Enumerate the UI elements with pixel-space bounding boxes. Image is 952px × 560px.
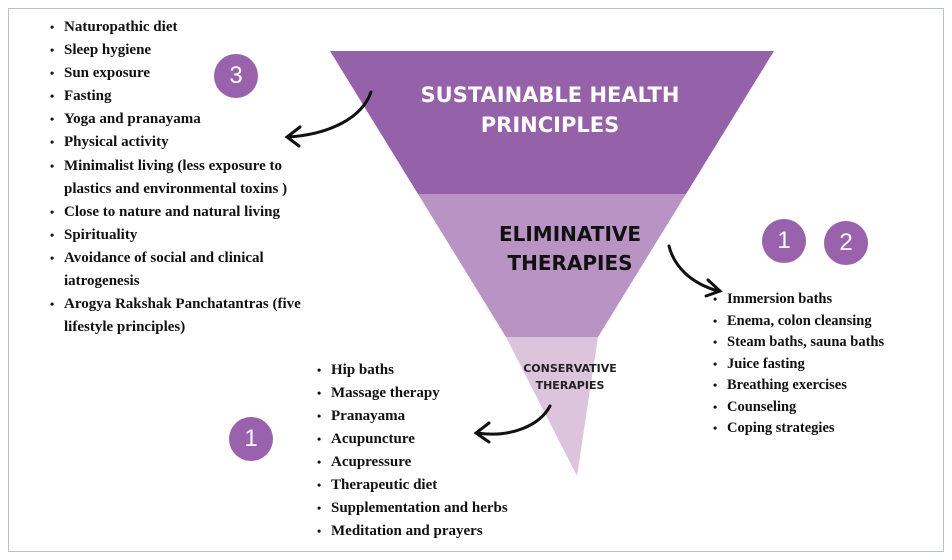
list-item: Counseling bbox=[713, 397, 933, 419]
badge-number: 2 bbox=[824, 221, 868, 265]
list-item: Close to nature and natural living bbox=[50, 201, 320, 224]
badge-number: 1 bbox=[229, 417, 273, 461]
list-item: Breathing exercises bbox=[713, 375, 933, 397]
list-item: Sun exposure bbox=[50, 62, 320, 85]
list-item: Acupuncture bbox=[317, 428, 547, 451]
list-item: Steam baths, sauna baths bbox=[713, 332, 933, 354]
list-item: Massage therapy bbox=[317, 382, 547, 405]
list-item: Avoidance of social and clinical iatroge… bbox=[50, 247, 294, 293]
list-item: Physical activity bbox=[50, 131, 320, 154]
conservative-therapies-list: Hip baths Massage therapy Pranayama Acup… bbox=[317, 359, 547, 543]
list-item: Sleep hygiene bbox=[50, 39, 320, 62]
list-item: Spirituality bbox=[50, 224, 320, 247]
list-item: Hip baths bbox=[317, 359, 547, 382]
list-item: Coping strategies bbox=[713, 418, 933, 440]
list-item: Arogya Rakshak Panchatantras (five lifes… bbox=[50, 293, 314, 339]
sustainable-principles-list: Naturopathic diet Sleep hygiene Sun expo… bbox=[50, 16, 320, 339]
list-item: Juice fasting bbox=[713, 354, 933, 376]
list-item: Pranayama bbox=[317, 405, 547, 428]
eliminative-therapies-list: Immersion baths Enema, colon cleansing S… bbox=[713, 289, 933, 440]
level-middle-band bbox=[418, 194, 686, 337]
diagram-frame bbox=[8, 8, 944, 552]
list-item: Naturopathic diet bbox=[50, 16, 320, 39]
list-item: Meditation and prayers bbox=[317, 520, 547, 543]
list-item: Supplementation and herbs bbox=[317, 497, 547, 520]
level-top-label: SUSTAINABLE HEALTH PRINCIPLES bbox=[420, 83, 680, 137]
level-top-band bbox=[330, 51, 774, 194]
list-item: Therapeutic diet bbox=[317, 474, 547, 497]
list-item: Acupressure bbox=[317, 451, 547, 474]
list-item: Minimalist living (less exposure to plas… bbox=[50, 155, 320, 201]
badge-number: 1 bbox=[762, 219, 806, 263]
list-item: Immersion baths bbox=[713, 289, 933, 311]
level-middle-label: ELIMINATIVE THERAPIES bbox=[498, 222, 642, 275]
list-item: Fasting bbox=[50, 85, 320, 108]
list-item: Yoga and pranayama bbox=[50, 108, 320, 131]
list-item: Enema, colon cleansing bbox=[713, 311, 933, 333]
